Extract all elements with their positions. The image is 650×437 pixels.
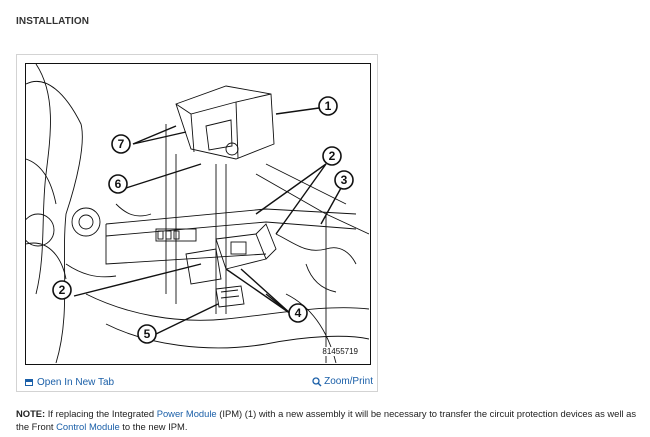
svg-text:5: 5 [144,327,151,341]
svg-text:4: 4 [295,306,302,320]
control-module-link[interactable]: Control Module [56,421,120,432]
callout-2-lower: 2 [52,280,72,300]
magnifier-icon [312,376,322,386]
callout-5: 5 [137,324,157,344]
section-heading: INSTALLATION [16,16,90,27]
svg-text:6: 6 [115,177,122,191]
zoom-print-link[interactable]: Zoom/Print [312,376,373,387]
figure-footer: Open In New Tab Zoom/Print [17,371,377,391]
svg-text:2: 2 [59,283,66,297]
callout-7: 7 [111,134,131,154]
note-text-1: If replacing the Integrated [45,408,157,419]
open-in-new-tab-label: Open In New Tab [37,377,115,388]
note-text-3: to the new IPM. [119,421,188,432]
svg-text:7: 7 [118,137,125,151]
callout-1: 1 [318,96,338,116]
svg-text:2: 2 [329,149,336,163]
zoom-print-label: Zoom/Print [324,376,373,387]
power-module-link[interactable]: Power Module [156,408,217,419]
installation-diagram: 1 2 3 7 6 [25,63,371,365]
note-paragraph: NOTE: If replacing the Integrated Power … [16,407,644,433]
callout-4: 4 [288,303,308,323]
open-in-new-tab-link[interactable]: Open In New Tab [25,377,114,388]
new-tab-icon [25,379,33,386]
callout-3: 3 [334,170,354,190]
note-label: NOTE: [16,408,46,419]
svg-text:3: 3 [341,173,348,187]
figure-card: 1 2 3 7 6 [16,54,378,392]
diagram-drawing: 1 2 3 7 6 [26,64,369,363]
callout-6: 6 [108,174,128,194]
figure-id: 81455719 [320,347,360,356]
svg-text:1: 1 [325,99,332,113]
note-text-2: (IPM) (1) with a new assembly it will be… [16,408,637,432]
callout-2-upper: 2 [322,146,342,166]
